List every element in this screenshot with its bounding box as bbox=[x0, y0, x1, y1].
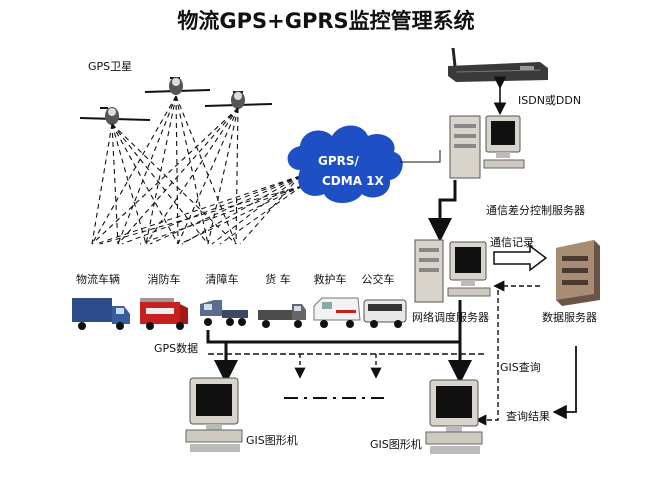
satellite-icon bbox=[144, 77, 211, 95]
signal-line bbox=[111, 123, 209, 245]
signal-line bbox=[111, 123, 119, 245]
cargo-truck-icon bbox=[258, 304, 306, 328]
signal-line bbox=[139, 185, 303, 245]
signal-line bbox=[239, 175, 301, 245]
isdn-label: ISDN或DDN bbox=[518, 94, 581, 107]
query-result-label: 查询结果 bbox=[506, 409, 550, 423]
vehicle-label: 清障车 bbox=[206, 272, 239, 286]
network-server-label: 网络调度服务器 bbox=[412, 310, 489, 324]
gis-left-label: GIS图形机 bbox=[246, 433, 298, 447]
gis-query-label: GIS查询 bbox=[500, 360, 541, 374]
bus-icon bbox=[363, 299, 407, 328]
signal-line bbox=[117, 107, 239, 245]
signal-line bbox=[149, 175, 301, 245]
signal-line bbox=[111, 123, 179, 245]
gis-computer-right bbox=[425, 379, 483, 454]
signal-line bbox=[145, 107, 239, 245]
signal-line bbox=[145, 95, 177, 245]
vehicle-label: 货 车 bbox=[265, 272, 291, 286]
signal-line bbox=[91, 107, 239, 245]
signal-line bbox=[177, 107, 239, 245]
router-icon bbox=[448, 47, 548, 82]
signal-line bbox=[111, 123, 147, 245]
comm-server-computer bbox=[449, 115, 525, 179]
tow-truck-icon bbox=[200, 300, 248, 326]
gps-signal-lines bbox=[91, 95, 303, 245]
gis-right-label: GIS图形机 bbox=[370, 437, 422, 451]
signal-line bbox=[179, 185, 303, 245]
comm-record-label: 通信记录 bbox=[490, 236, 534, 249]
satellite-label: GPS卫星 bbox=[88, 60, 132, 73]
signal-line bbox=[219, 185, 303, 245]
signal-line bbox=[175, 95, 209, 245]
fire-truck-icon bbox=[140, 298, 188, 330]
signal-line bbox=[91, 95, 177, 245]
signal-line bbox=[91, 123, 113, 245]
signal-line bbox=[235, 107, 239, 245]
comm-record-arrow bbox=[493, 244, 548, 272]
comm-server-label: 通信差分控制服务器 bbox=[486, 203, 585, 217]
data-server-icon bbox=[556, 240, 600, 306]
gis-computer-left bbox=[185, 377, 243, 452]
vehicle-label: 物流车辆 bbox=[76, 272, 120, 286]
satellite-icon bbox=[204, 91, 273, 109]
signal-line bbox=[111, 123, 237, 245]
vehicle-label: 公交车 bbox=[362, 272, 395, 286]
data-server-label: 数据服务器 bbox=[542, 310, 597, 324]
signal-line bbox=[181, 175, 301, 245]
signal-line bbox=[211, 175, 301, 245]
ambulance-icon bbox=[313, 297, 361, 328]
cloud-line2: CDMA 1X bbox=[322, 174, 385, 188]
cloud-line1: GPRS/ bbox=[318, 154, 360, 168]
diagram-title: 物流GPS+GPRS监控管理系统 bbox=[177, 9, 474, 33]
signal-line bbox=[207, 107, 239, 245]
network-server-computer bbox=[414, 239, 491, 303]
signal-line bbox=[175, 95, 179, 245]
gprs-cloud: GPRS/ CDMA 1X bbox=[287, 125, 403, 203]
satellite-icon bbox=[79, 107, 151, 125]
vehicle-label: 消防车 bbox=[148, 272, 181, 286]
gps-data-label: GPS数据 bbox=[154, 341, 198, 355]
signal-line bbox=[99, 185, 303, 245]
signal-line bbox=[117, 95, 177, 245]
vehicle-label: 救护车 bbox=[314, 272, 347, 286]
logistics-truck-icon bbox=[72, 298, 130, 330]
signal-line bbox=[121, 175, 301, 245]
